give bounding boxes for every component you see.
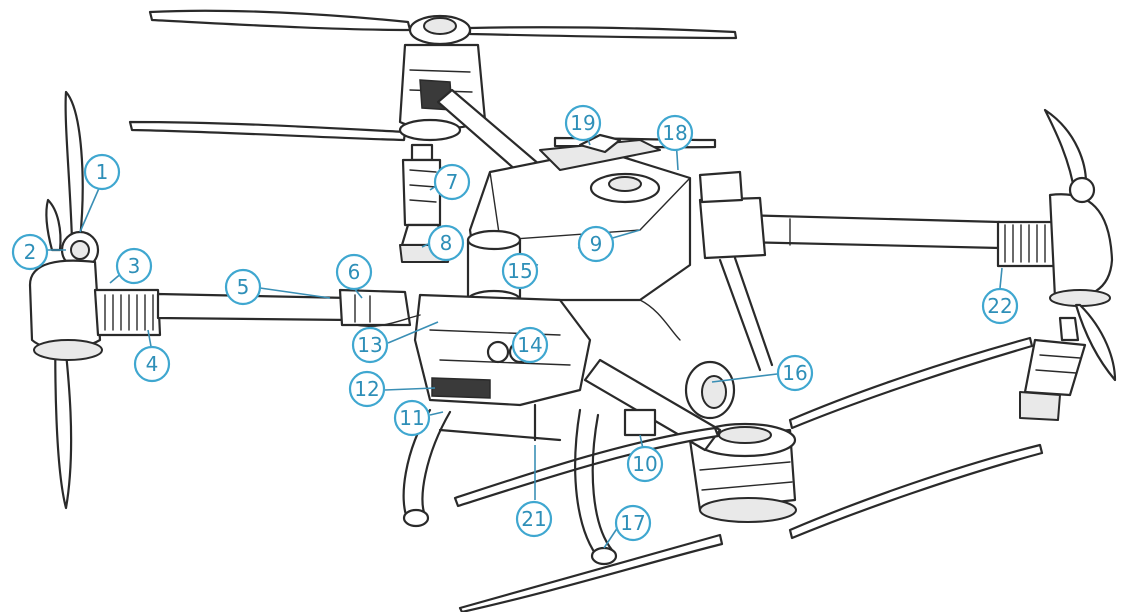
callout-1: 1 xyxy=(83,153,121,191)
callout-8: 8 xyxy=(427,224,465,262)
svg-text:19: 19 xyxy=(570,111,595,135)
svg-text:12: 12 xyxy=(354,377,379,401)
svg-text:14: 14 xyxy=(517,333,542,357)
svg-text:2: 2 xyxy=(24,240,37,264)
radar-sensor xyxy=(684,360,736,420)
svg-text:11: 11 xyxy=(399,406,424,430)
propeller-top xyxy=(148,9,738,46)
arm-front-right xyxy=(583,358,722,452)
landing-gear xyxy=(402,408,618,566)
callout-21: 21 xyxy=(515,500,553,538)
bottom-camera xyxy=(623,408,657,437)
hose-right xyxy=(639,299,681,341)
propeller-right xyxy=(1043,108,1117,382)
svg-text:7: 7 xyxy=(446,170,459,194)
svg-text:16: 16 xyxy=(782,361,807,385)
svg-text:10: 10 xyxy=(632,452,657,476)
callout-2: 2 xyxy=(11,233,49,271)
arm-right xyxy=(698,196,1002,260)
callout-22: 22 xyxy=(981,287,1019,325)
callout-17: 17 xyxy=(614,504,652,542)
callout-18: 18 xyxy=(656,114,694,152)
callout-10: 10 xyxy=(626,445,664,483)
callout-5: 5 xyxy=(224,268,262,306)
callout-3: 3 xyxy=(115,247,153,285)
nozzle-assembly-right xyxy=(1019,316,1087,421)
svg-text:21: 21 xyxy=(521,507,546,531)
svg-text:9: 9 xyxy=(590,232,603,256)
svg-text:8: 8 xyxy=(440,231,453,255)
svg-text:5: 5 xyxy=(237,275,250,299)
svg-text:6: 6 xyxy=(348,260,361,284)
callout-14: 14 xyxy=(511,326,549,364)
callout-19: 19 xyxy=(564,104,602,142)
motor-left xyxy=(28,259,162,361)
svg-text:17: 17 xyxy=(620,511,645,535)
callout-4: 4 xyxy=(133,345,171,383)
tank-lid xyxy=(578,133,744,204)
callout-12: 12 xyxy=(348,370,386,408)
svg-text:13: 13 xyxy=(357,333,382,357)
motor-right xyxy=(996,193,1114,307)
landing-gear-rear xyxy=(718,256,774,372)
hose-left xyxy=(354,314,421,328)
svg-text:3: 3 xyxy=(128,254,141,278)
callout-15: 15 xyxy=(501,252,539,290)
callout-13: 13 xyxy=(351,326,389,364)
arm-lock-left xyxy=(338,288,412,327)
fuselage-lower xyxy=(413,293,592,407)
callout-11: 11 xyxy=(393,399,431,437)
svg-text:18: 18 xyxy=(662,121,687,145)
motor-front-right xyxy=(688,422,797,523)
svg-text:4: 4 xyxy=(146,352,159,376)
callouts: 1 2 3 4 5 6 7 8 xyxy=(11,104,1019,542)
svg-text:1: 1 xyxy=(96,160,109,184)
callout-6: 6 xyxy=(335,253,373,291)
callout-7: 7 xyxy=(433,163,471,201)
svg-text:15: 15 xyxy=(507,259,532,283)
svg-text:22: 22 xyxy=(987,294,1012,318)
callout-9: 9 xyxy=(577,225,615,263)
drone-line-art xyxy=(28,9,1117,612)
callout-16: 16 xyxy=(776,354,814,392)
